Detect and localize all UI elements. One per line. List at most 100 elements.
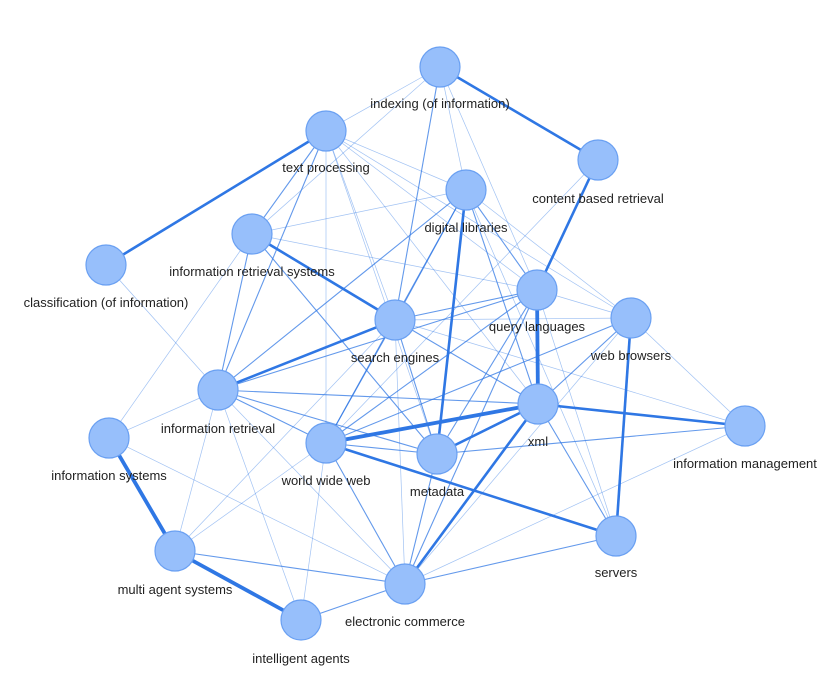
node-search-engines[interactable]	[374, 299, 416, 341]
edge-xml-electronic-commerce	[403, 403, 540, 585]
node-information-retrieval[interactable]	[197, 369, 239, 411]
node-indexing[interactable]	[419, 46, 461, 88]
node-multi-agent-systems[interactable]	[154, 530, 196, 572]
edge-information-retrieval-intelligent-agents	[217, 389, 302, 621]
node-label-information-management: information management	[673, 456, 817, 471]
node-information-retrieval-systems[interactable]	[231, 213, 273, 255]
node-query-languages[interactable]	[516, 269, 558, 311]
edge-digital-libraries-metadata	[435, 189, 468, 455]
edge-content-based-retrieval-world-wide-web	[325, 159, 599, 444]
edge-information-management-electronic-commerce	[404, 425, 746, 585]
edge-search-engines-information-retrieval	[217, 318, 396, 392]
edge-information-systems-electronic-commerce	[108, 437, 406, 585]
edge-information-retrieval-systems-search-engines	[251, 232, 396, 322]
edge-digital-libraries-information-retrieval-systems	[251, 189, 467, 235]
node-intelligent-agents[interactable]	[280, 599, 322, 641]
edge-query-languages-search-engines	[394, 289, 538, 321]
edge-query-languages-metadata	[436, 289, 538, 455]
edge-text-processing-information-retrieval	[217, 130, 327, 391]
edges-layer	[105, 65, 746, 622]
node-label-intelligent-agents: intelligent agents	[252, 651, 350, 666]
edge-information-retrieval-systems-query-languages	[251, 233, 538, 291]
edge-search-engines-information-management	[394, 319, 746, 427]
edge-multi-agent-systems-intelligent-agents	[174, 549, 302, 622]
edge-information-retrieval-electronic-commerce	[217, 389, 406, 585]
node-label-xml: xml	[528, 434, 548, 449]
edge-world-wide-web-multi-agent-systems	[174, 442, 327, 552]
edge-text-processing-classification	[105, 129, 327, 267]
edge-text-processing-query-languages	[325, 130, 538, 291]
edge-xml-information-management	[537, 402, 746, 428]
node-label-classification: classification (of information)	[24, 295, 189, 310]
edge-search-engines-electronic-commerce	[394, 319, 406, 585]
node-content-based-retrieval[interactable]	[577, 139, 619, 181]
edge-world-wide-web-electronic-commerce	[325, 442, 406, 585]
edge-web-browsers-xml	[537, 317, 632, 405]
edge-web-browsers-electronic-commerce	[404, 317, 632, 585]
edge-servers-electronic-commerce	[404, 535, 617, 585]
node-metadata[interactable]	[416, 433, 458, 475]
node-label-servers: servers	[595, 565, 638, 580]
edge-digital-libraries-web-browsers	[465, 189, 632, 319]
edge-information-retrieval-xml	[217, 389, 539, 405]
edge-indexing-query-languages	[439, 66, 538, 291]
edge-web-browsers-servers	[614, 317, 633, 537]
node-digital-libraries[interactable]	[445, 169, 487, 211]
node-text-processing[interactable]	[305, 110, 347, 152]
edge-multi-agent-systems-electronic-commerce	[174, 550, 406, 585]
edge-query-languages-world-wide-web	[325, 289, 538, 444]
edge-information-systems-multi-agent-systems	[107, 437, 177, 552]
edge-information-retrieval-systems-information-retrieval	[217, 233, 253, 391]
node-world-wide-web[interactable]	[305, 422, 347, 464]
edge-text-processing-web-browsers	[325, 130, 632, 319]
node-information-systems[interactable]	[88, 417, 130, 459]
edge-text-processing-metadata	[325, 130, 438, 455]
node-label-query-languages: query languages	[489, 319, 586, 334]
node-label-digital-libraries: digital libraries	[424, 220, 508, 235]
node-label-search-engines: search engines	[351, 350, 440, 365]
edge-metadata-electronic-commerce	[404, 453, 438, 585]
edge-information-retrieval-metadata	[217, 389, 438, 455]
node-label-electronic-commerce: electronic commerce	[345, 614, 465, 629]
node-electronic-commerce[interactable]	[384, 563, 426, 605]
node-servers[interactable]	[595, 515, 637, 557]
node-classification[interactable]	[85, 244, 127, 286]
edge-digital-libraries-information-retrieval	[217, 189, 467, 391]
edge-world-wide-web-intelligent-agents	[300, 442, 327, 621]
edge-search-engines-metadata	[394, 319, 438, 455]
edge-world-wide-web-servers	[325, 441, 617, 538]
edge-content-based-retrieval-query-languages	[535, 159, 600, 291]
edge-search-engines-xml	[394, 319, 539, 405]
node-label-world-wide-web: world wide web	[281, 473, 371, 488]
edge-digital-libraries-servers	[465, 189, 617, 537]
node-label-information-retrieval-systems: information retrieval systems	[169, 264, 335, 279]
node-label-content-based-retrieval: content based retrieval	[532, 191, 664, 206]
edge-query-languages-servers	[536, 289, 617, 537]
node-label-information-retrieval: information retrieval	[161, 421, 275, 436]
edge-text-processing-information-retrieval-systems	[251, 130, 327, 235]
edge-text-processing-search-engines	[325, 130, 396, 321]
node-label-multi-agent-systems: multi agent systems	[118, 582, 233, 597]
node-web-browsers[interactable]	[610, 297, 652, 339]
node-label-text-processing: text processing	[282, 160, 369, 175]
edge-text-processing-digital-libraries	[325, 130, 467, 191]
edge-search-engines-multi-agent-systems	[174, 319, 396, 552]
edge-web-browsers-information-management	[630, 317, 746, 427]
edge-information-retrieval-systems-metadata	[251, 233, 438, 455]
node-information-management[interactable]	[724, 405, 766, 447]
edge-text-processing-xml	[325, 130, 539, 405]
edge-xml-servers	[537, 403, 617, 537]
edge-classification-information-retrieval	[105, 264, 219, 391]
node-xml[interactable]	[517, 383, 559, 425]
labels-layer: indexing (of information)content based r…	[24, 96, 818, 666]
edge-indexing-search-engines	[394, 66, 441, 321]
edge-indexing-text-processing	[325, 66, 441, 132]
edge-query-languages-information-retrieval	[217, 289, 538, 391]
edge-information-retrieval-multi-agent-systems	[174, 389, 219, 552]
edge-indexing-digital-libraries	[439, 66, 467, 191]
edge-xml-world-wide-web	[325, 402, 539, 445]
nodes-layer	[85, 46, 766, 641]
node-label-metadata: metadata	[410, 484, 465, 499]
